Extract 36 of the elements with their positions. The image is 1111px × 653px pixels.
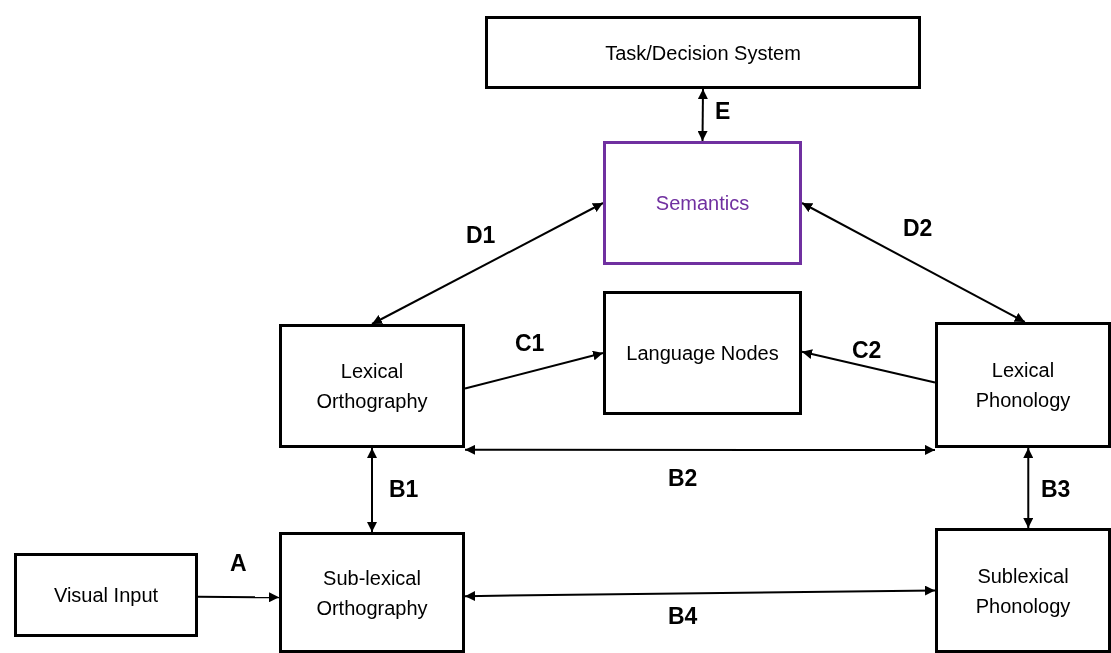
edge-label: C2 bbox=[852, 337, 882, 364]
arrow bbox=[801, 349, 936, 384]
arrow bbox=[464, 585, 936, 601]
process-box bbox=[935, 322, 1111, 448]
arrow bbox=[371, 202, 604, 325]
edge-label: B3 bbox=[1041, 476, 1071, 503]
process-box bbox=[14, 553, 198, 637]
edge-label: D1 bbox=[466, 222, 496, 249]
process-box bbox=[485, 16, 921, 89]
box-label: Visual Input bbox=[53, 583, 159, 608]
arrow bbox=[464, 350, 604, 390]
edge-label: D2 bbox=[903, 215, 933, 242]
box-label: Lexical Orthography bbox=[315, 359, 429, 414]
process-box bbox=[935, 528, 1111, 653]
edge-label: C1 bbox=[515, 330, 545, 357]
arrow bbox=[197, 592, 280, 603]
arrow bbox=[697, 88, 708, 142]
process-box bbox=[603, 291, 802, 415]
box-label: Sub-lexical Orthography bbox=[315, 565, 429, 621]
edge-label: B1 bbox=[389, 476, 419, 503]
edge-label: B2 bbox=[668, 465, 698, 492]
arrow bbox=[464, 444, 936, 455]
box-label: Lexical Phonology bbox=[974, 358, 1072, 413]
box-label: Task/Decision System bbox=[605, 40, 801, 66]
box-label: Sublexical Phonology bbox=[974, 563, 1072, 619]
box-label: Semantics bbox=[655, 191, 750, 216]
arrow bbox=[801, 202, 1026, 323]
arrow bbox=[1023, 447, 1034, 529]
edge-label: E bbox=[715, 98, 731, 125]
edge-label: B4 bbox=[668, 603, 698, 630]
arrow bbox=[367, 447, 377, 533]
edge-label: A bbox=[230, 550, 247, 577]
process-box bbox=[603, 141, 802, 265]
process-box bbox=[279, 532, 465, 653]
process-box bbox=[279, 324, 465, 448]
box-label: Language Nodes bbox=[626, 341, 779, 366]
